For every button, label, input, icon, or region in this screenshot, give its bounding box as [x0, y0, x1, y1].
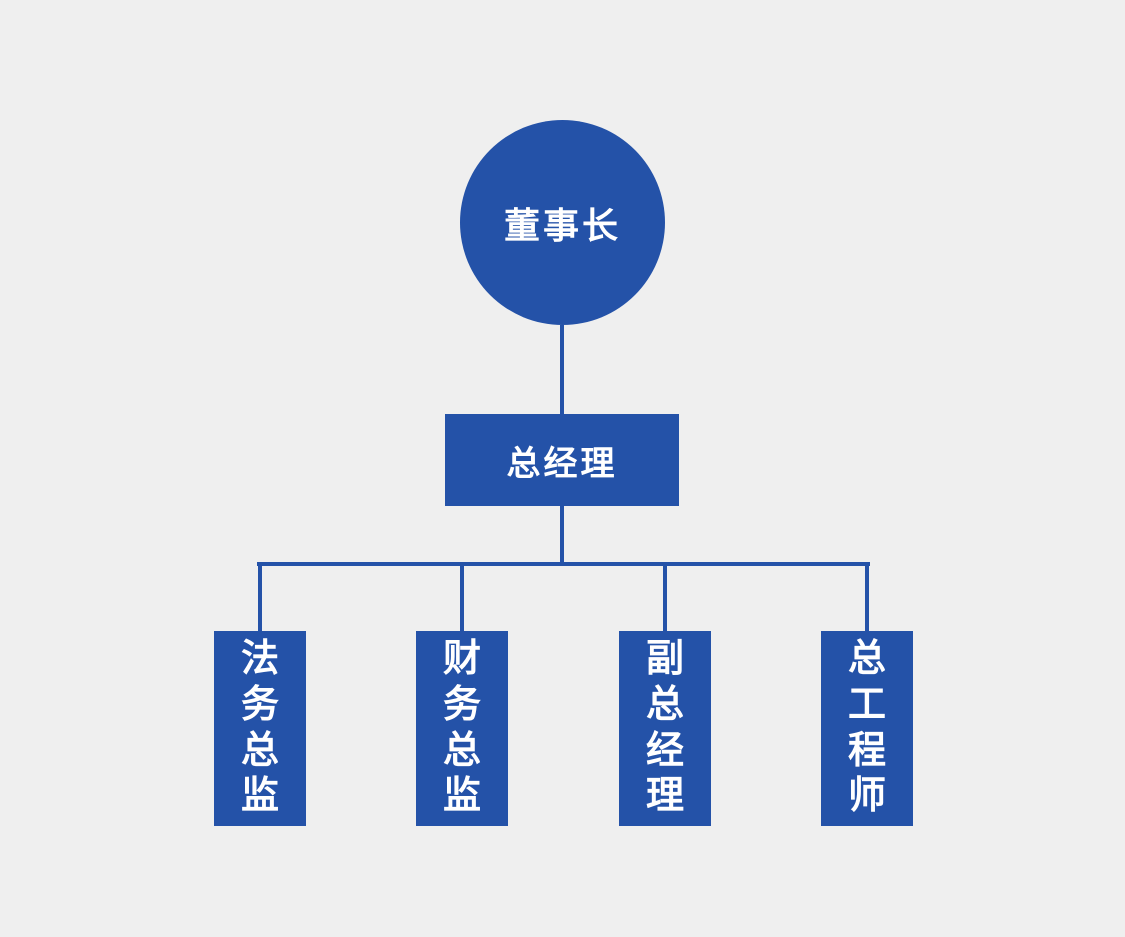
node-deputy-general-manager-label: 副总经理: [645, 637, 684, 818]
node-chairman: 董事长: [460, 120, 665, 325]
node-legal-director: 法务总监: [214, 631, 306, 826]
connector-drop-chief-engineer: [865, 562, 869, 631]
connector-drop-legal-director: [258, 562, 262, 631]
node-deputy-general-manager: 副总经理: [619, 631, 711, 826]
node-general-manager: 总经理: [445, 414, 679, 506]
node-chief-engineer: 总工程师: [821, 631, 913, 826]
node-legal-director-label: 法务总监: [240, 637, 279, 818]
node-finance-director-label: 财务总监: [442, 637, 481, 818]
connector-drop-deputy-gm: [663, 562, 667, 631]
node-chief-engineer-label: 总工程师: [847, 637, 886, 818]
connector-gm-to-bus: [560, 506, 564, 564]
connector-horizontal-bus: [257, 562, 870, 566]
node-finance-director: 财务总监: [416, 631, 508, 826]
node-chairman-label: 董事长: [503, 204, 621, 246]
connector-chairman-to-gm: [560, 325, 564, 415]
node-general-manager-label: 总经理: [506, 444, 618, 483]
connector-drop-finance-director: [460, 562, 464, 631]
